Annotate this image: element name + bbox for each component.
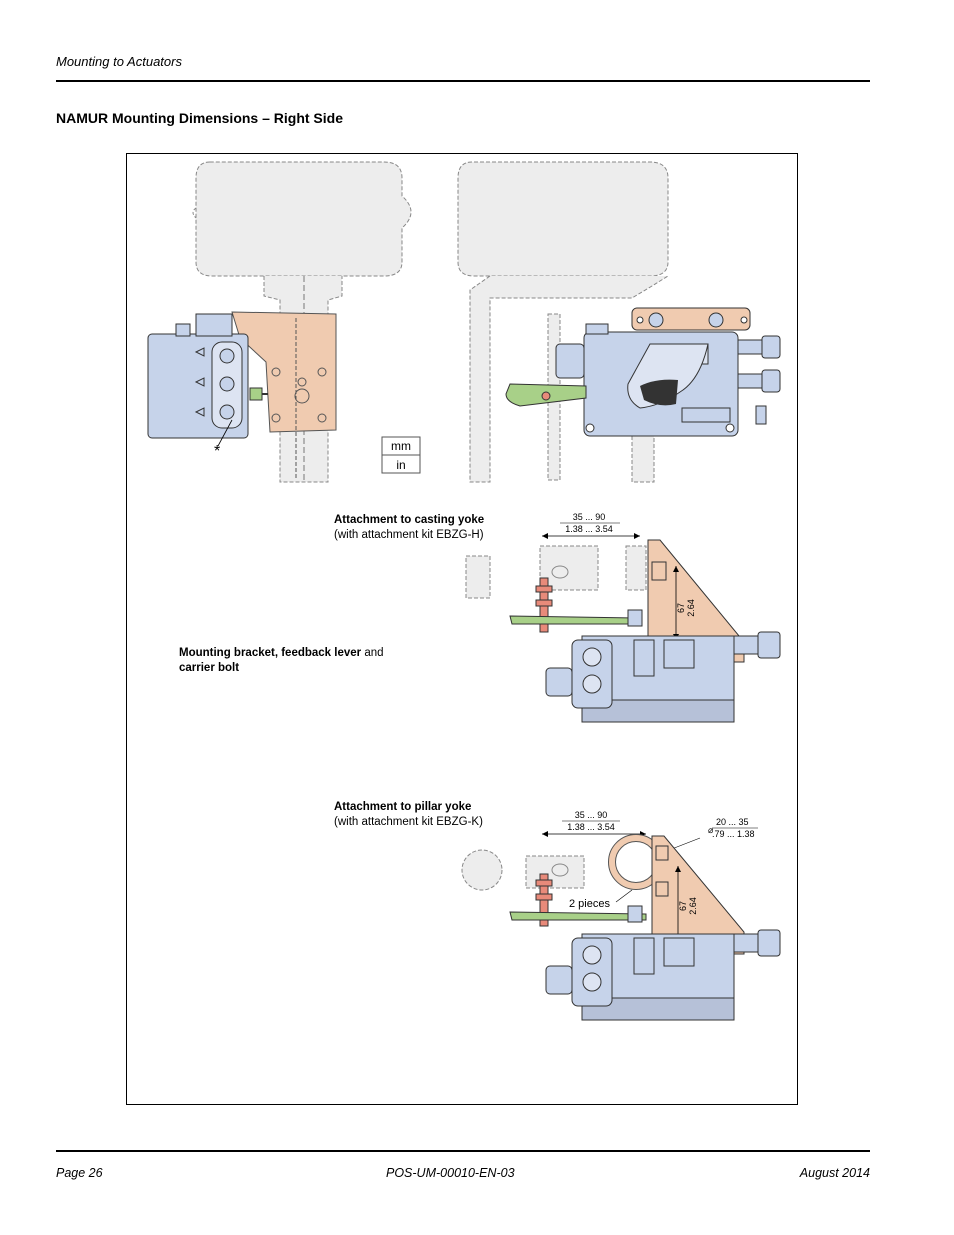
pieces-label: 2 pieces <box>569 898 610 910</box>
carrier-bolt-pillar <box>535 873 553 927</box>
positioner-front <box>555 307 781 437</box>
feedback-lever-casting <box>509 615 641 625</box>
positioner-side <box>147 313 268 439</box>
casting-vdimension: 67 2.64 <box>673 566 696 640</box>
bracket-note-line2: carrier bolt <box>179 662 239 674</box>
document-date: August 2014 <box>799 1166 870 1180</box>
actuator-right <box>457 161 669 483</box>
feedback-lever-pillar <box>509 911 647 921</box>
pillar-dimension: 35 ... 90 1.38 ... 3.54 <box>542 810 646 837</box>
svg-text:67: 67 <box>676 603 686 613</box>
unit-legend: mm in <box>381 436 421 474</box>
positioner-casting <box>545 609 781 723</box>
unit-in: in <box>396 458 405 472</box>
pillar-yoke-label: Attachment to pillar yoke <box>334 801 471 813</box>
positioner-pillar <box>545 905 781 1021</box>
running-header: Mounting to Actuators <box>56 54 182 69</box>
pillar-diameter: ⌀ 20 ... 35 .79 ... 1.38 <box>663 817 758 853</box>
unit-mm: mm <box>391 439 411 453</box>
header-rule <box>56 80 870 82</box>
casting-yoke-kit: (with attachment kit EBZG-H) <box>334 529 484 541</box>
svg-text:.79 ... 1.38: .79 ... 1.38 <box>712 829 755 839</box>
svg-text:35 ... 90: 35 ... 90 <box>573 512 606 522</box>
footer-rule <box>56 1150 870 1152</box>
svg-text:⌀: ⌀ <box>708 825 714 835</box>
bracket-note-line1: Mounting bracket, feedback lever and <box>179 647 384 659</box>
document-id: POS-UM-00010-EN-03 <box>386 1166 515 1180</box>
page-number: Page 26 <box>56 1166 103 1180</box>
pillar-vdimension: 67 2.64 <box>675 866 698 940</box>
svg-text:1.38 ... 3.54: 1.38 ... 3.54 <box>567 822 615 832</box>
page-title: NAMUR Mounting Dimensions – Right Side <box>56 110 343 126</box>
asterisk-mark: * <box>214 443 220 460</box>
svg-text:2.64: 2.64 <box>686 599 696 617</box>
casting-dimension: 35 ... 90 1.38 ... 3.54 <box>542 512 640 539</box>
svg-text:67: 67 <box>678 901 688 911</box>
svg-text:20 ... 35: 20 ... 35 <box>716 817 749 827</box>
pillar-yoke-kit: (with attachment kit EBZG-K) <box>334 816 483 828</box>
pillar-column <box>461 849 503 891</box>
casting-yoke-label: Attachment to casting yoke <box>334 514 484 526</box>
carrier-bolt-casting <box>535 577 553 633</box>
svg-text:1.38 ... 3.54: 1.38 ... 3.54 <box>565 524 613 534</box>
figure-frame <box>126 153 798 1105</box>
svg-text:2.64: 2.64 <box>688 897 698 915</box>
svg-text:35 ... 90: 35 ... 90 <box>575 810 608 820</box>
feedback-lever-top <box>505 383 587 407</box>
